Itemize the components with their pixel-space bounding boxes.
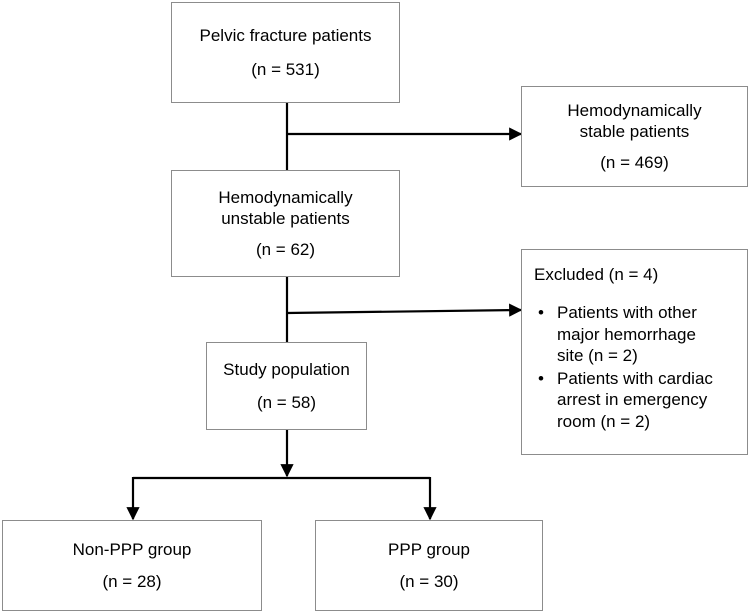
pelvic-fracture-title: Pelvic fracture patients	[199, 25, 372, 45]
ppp-title: PPP group	[388, 539, 470, 559]
study-population-count: (n = 58)	[256, 392, 317, 412]
unstable-title-line1: Hemodynamically	[218, 188, 353, 208]
non-ppp-group-box: Non-PPP group (n = 28)	[2, 520, 262, 611]
unstable-count: (n = 62)	[255, 239, 316, 259]
excluded-reason-1-line3: site (n = 2)	[557, 345, 638, 365]
excluded-reason-2-line3: room (n = 2)	[557, 411, 651, 431]
excluded-reason-cardiac-arrest: Patients with cardiac arrest in emergenc…	[534, 368, 737, 432]
non-ppp-title: Non-PPP group	[72, 539, 192, 559]
study-population-box: Study population (n = 58)	[206, 342, 367, 430]
excluded-box: Excluded (n = 4) Patients with other maj…	[521, 249, 748, 455]
study-population-title: Study population	[223, 360, 350, 380]
ppp-count: (n = 30)	[399, 572, 459, 591]
stable-count: (n = 469)	[600, 152, 669, 172]
non-ppp-count: (n = 28)	[102, 572, 162, 591]
excluded-reasons-list: Patients with other major hemorrhage sit…	[534, 302, 737, 432]
excluded-reason-1-line1: Patients with other	[557, 303, 697, 323]
arrow-to-excluded	[286, 303, 523, 317]
ppp-group-box: PPP group (n = 30)	[315, 520, 543, 611]
unstable-patients-box: Hemodynamically unstable patients (n = 6…	[171, 170, 400, 277]
stable-title-line2: stable patients	[579, 122, 690, 142]
excluded-reason-hemorrhage: Patients with other major hemorrhage sit…	[534, 302, 737, 366]
excluded-title: Excluded (n = 4)	[534, 265, 659, 284]
stable-title-line1: Hemodynamically	[567, 101, 702, 121]
excluded-reason-2-line2: arrest in emergency	[557, 390, 708, 410]
pelvic-fracture-count: (n = 531)	[251, 60, 320, 79]
unstable-title-line2: unstable patients	[221, 209, 350, 229]
stable-patients-box: Hemodynamically stable patients (n = 469…	[521, 86, 748, 187]
pelvic-fracture-box: Pelvic fracture patients (n = 531)	[171, 2, 400, 103]
excluded-reason-1-line2: major hemorrhage	[557, 324, 696, 344]
excluded-reason-2-line1: Patients with cardiac	[557, 369, 713, 388]
